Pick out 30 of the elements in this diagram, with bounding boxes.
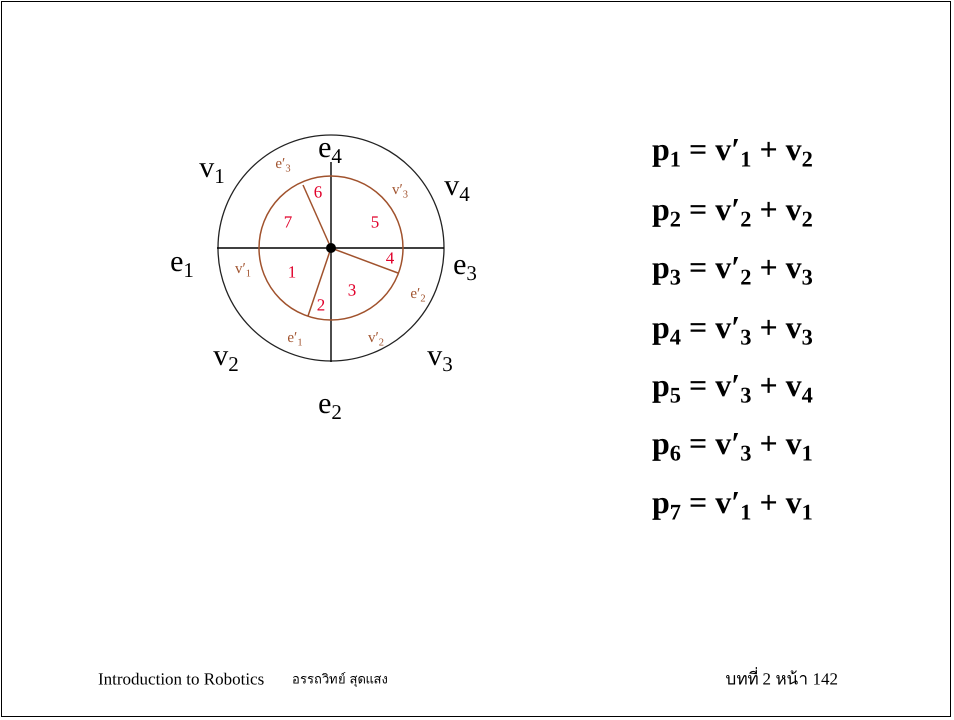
formula: p$_{6}$ = v′$_{3}$ + v$_{1}$ [652,426,813,466]
footer-title: Introduction to Robotics [98,670,264,688]
arc-name: v′$_{3}$ [392,183,408,201]
formula: p$_{3}$ = v′$_{2}$ + v$_{3}$ [652,250,813,290]
vertex-label: e$_{2}$ [318,388,342,424]
arc-name: e′$_{1}$ [287,331,303,349]
region-number: 3 [348,282,356,298]
region-number: 1 [288,264,296,280]
formula: p$_{2}$ = v′$_{2}$ + v$_{2}$ [652,192,813,232]
arc-name: v′$_{1}$ [234,262,252,280]
vertex-label: v$_{1}$ [199,152,225,188]
vertex-label: v$_{2}$ [213,340,239,376]
formula: p$_{5}$ = v′$_{3}$ + v$_{4}$ [652,368,813,408]
region-number: 5 [370,214,380,230]
vertex-label: e$_{3}$ [453,250,477,284]
formula: p$_{4}$ = v′$_{3}$ + v$_{3}$ [652,310,813,350]
region-number: 2 [316,296,326,314]
vertex-label: v$_{4}$ [444,170,470,206]
arc-name: e′$_{3}$ [275,157,291,175]
arc-name: e′$_{2}$ [410,287,426,305]
vertex-label: e$_{4}$ [318,132,342,168]
vertex-label: v$_{3}$ [427,340,453,376]
formula: p$_{1}$ = v′$_{1}$ + v$_{2}$ [652,132,813,172]
vertex-label: e$_{1}$ [170,246,194,282]
region-number: 6 [314,184,322,200]
formula: p$_{7}$ = v′$_{1}$ + v$_{1}$ [652,486,813,524]
arc-name: v′$_{2}$ [368,331,384,349]
region-number: 7 [284,214,292,230]
author-name: อรรถวิทย์ สุดแสง [292,672,388,686]
region-number: 4 [386,250,394,266]
